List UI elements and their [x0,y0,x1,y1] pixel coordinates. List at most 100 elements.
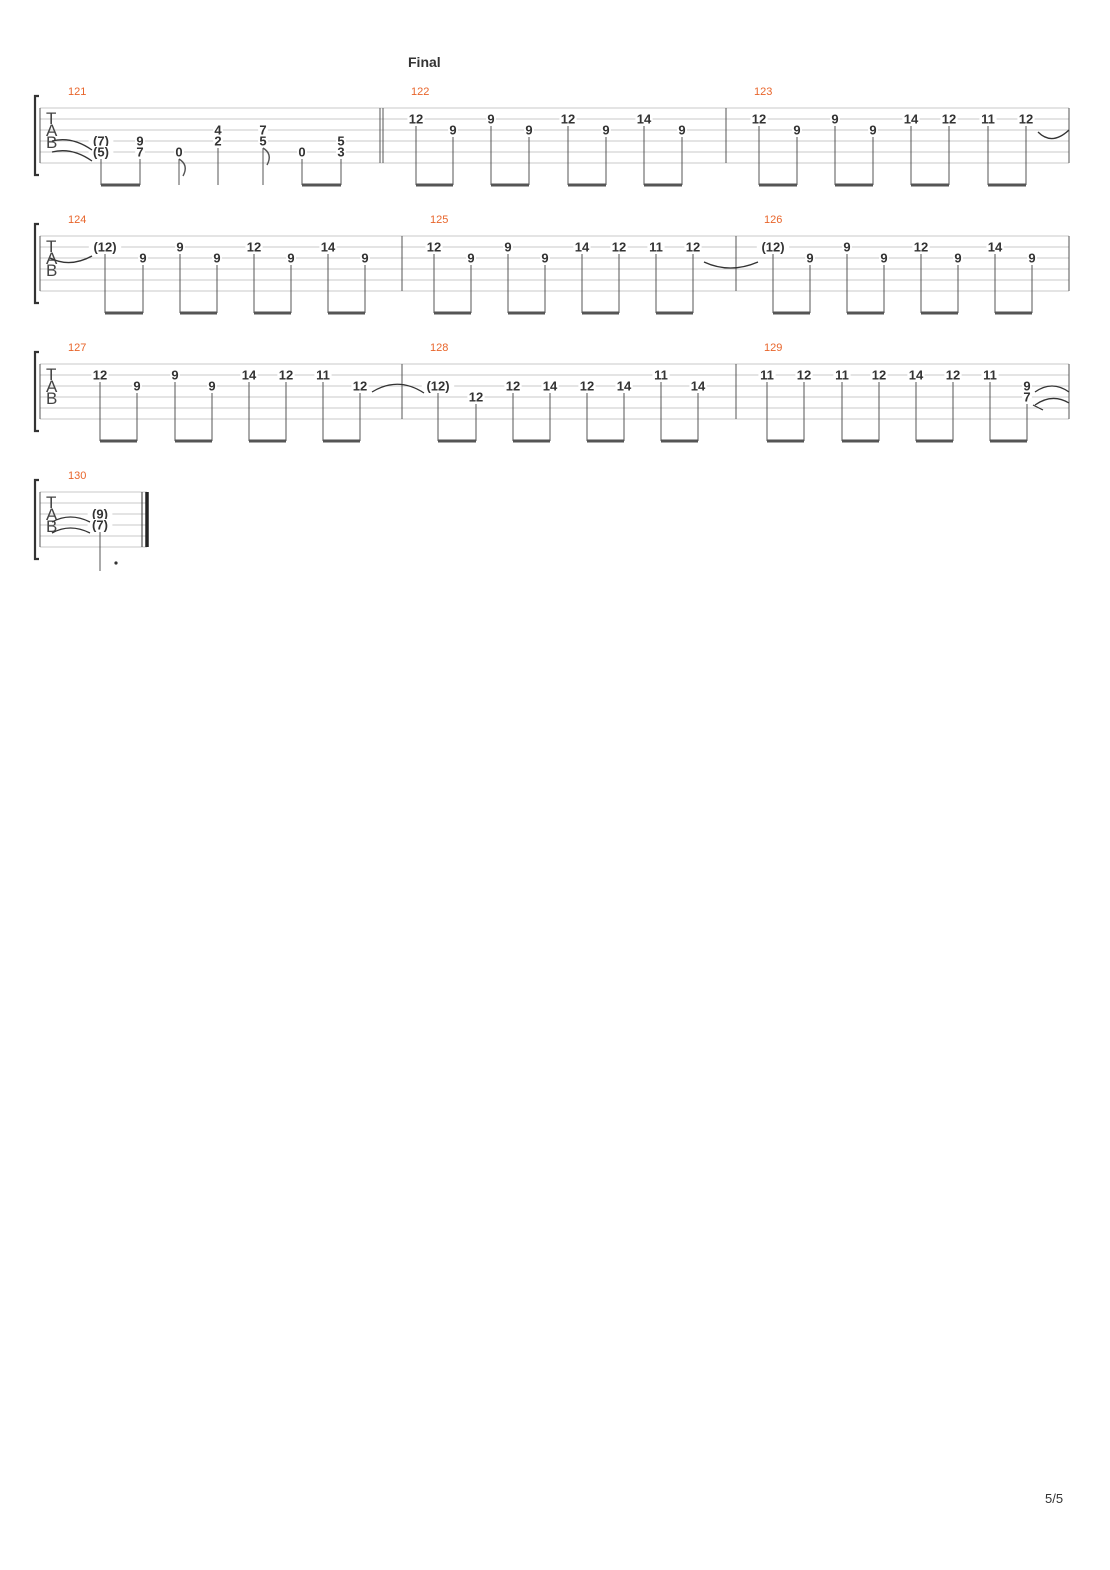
fret-number: 14 [904,112,919,127]
fret-mask [870,369,888,380]
fret-mask [652,369,670,380]
fret-mask [135,135,145,146]
fret-number: 12 [93,368,107,383]
fret-number: (12) [93,240,116,255]
tab-clef-letter: A [46,121,58,140]
tie-curve [51,150,93,162]
fret-number: 11 [983,368,997,383]
fret-number: 2 [214,134,221,149]
fret-number: (5) [93,145,109,160]
fret-number: 9 [1023,379,1030,394]
fret-mask [830,113,840,124]
tab-clef-letter: T [46,109,56,128]
tie-curve [703,261,759,269]
fret-number: 9 [176,240,183,255]
fret-number: 11 [981,112,995,127]
tie-curve [51,516,91,523]
fret-mask [1022,380,1032,391]
fret-mask [448,124,458,135]
tie-curve [371,383,425,394]
note-flag [178,158,186,177]
duration-dot [114,561,118,565]
fret-number: 9 [1028,251,1035,266]
fret-mask [635,113,653,124]
fret-mask [407,113,425,124]
fret-mask [277,369,295,380]
fret-number: 12 [469,390,483,405]
fret-mask [174,146,184,157]
fret-mask [750,113,768,124]
fret-number: 9 [467,251,474,266]
fret-mask [1022,391,1032,402]
fret-number: 12 [561,112,575,127]
fret-number: 7 [1023,390,1030,405]
fret-number: 14 [637,112,652,127]
tab-clef-letter: B [46,261,57,280]
fret-mask [466,252,476,263]
fret-mask [258,135,268,146]
fret-mask [610,241,628,252]
fret-number: 12 [279,368,293,383]
fret-mask [601,124,611,135]
fret-number: 12 [686,240,700,255]
fret-mask [940,113,958,124]
fret-mask [833,369,851,380]
fret-mask [902,113,920,124]
fret-number: 9 [449,123,456,138]
section-marker: Final [408,54,441,70]
fret-mask [541,380,559,391]
measure-number: 124 [68,214,86,226]
fret-number: 4 [214,123,222,138]
fret-mask [360,252,370,263]
fret-number: (7) [92,518,108,533]
fret-number: 0 [298,145,305,160]
tie-curve [51,139,93,151]
fret-mask [425,241,443,252]
fret-mask [792,124,802,135]
fret-number: 9 [136,134,143,149]
fret-number: 9 [806,251,813,266]
fret-number: 12 [580,379,594,394]
fret-mask [245,241,263,252]
fret-number: 9 [287,251,294,266]
fret-number: 14 [242,368,257,383]
fret-mask [573,241,591,252]
fret-mask [88,135,114,146]
system-bracket [33,94,39,177]
fret-number: 9 [133,379,140,394]
fret-number: 12 [353,379,367,394]
fret-number: 9 [843,240,850,255]
fret-mask [175,241,185,252]
fret-number: (7) [93,134,109,149]
tab-clef-letter: T [46,493,56,512]
fret-mask [170,369,180,380]
fret-mask [524,124,534,135]
fret-mask [88,146,114,157]
fret-mask [486,113,496,124]
fret-number: 5 [337,134,344,149]
fret-mask [979,113,997,124]
fret-mask [91,369,109,380]
fret-number: 9 [831,112,838,127]
fret-mask [684,241,702,252]
fret-mask [212,252,222,263]
measure-number: 123 [754,86,772,98]
tab-clef-letter: T [46,237,56,256]
fret-number: 14 [617,379,632,394]
fret-mask [504,380,522,391]
fret-number: 9 [213,251,220,266]
fret-number: 12 [427,240,441,255]
fret-mask [87,508,113,519]
fret-number: 9 [602,123,609,138]
tab-clef-letter: B [46,517,57,536]
fret-mask [336,135,346,146]
tie-curve [49,255,93,264]
fret-number: 9 [487,112,494,127]
fret-number: 14 [988,240,1003,255]
fret-number: 9 [361,251,368,266]
fret-number: 7 [259,123,266,138]
fret-mask [138,252,148,263]
fret-number: 9 [208,379,215,394]
fret-number: 12 [506,379,520,394]
